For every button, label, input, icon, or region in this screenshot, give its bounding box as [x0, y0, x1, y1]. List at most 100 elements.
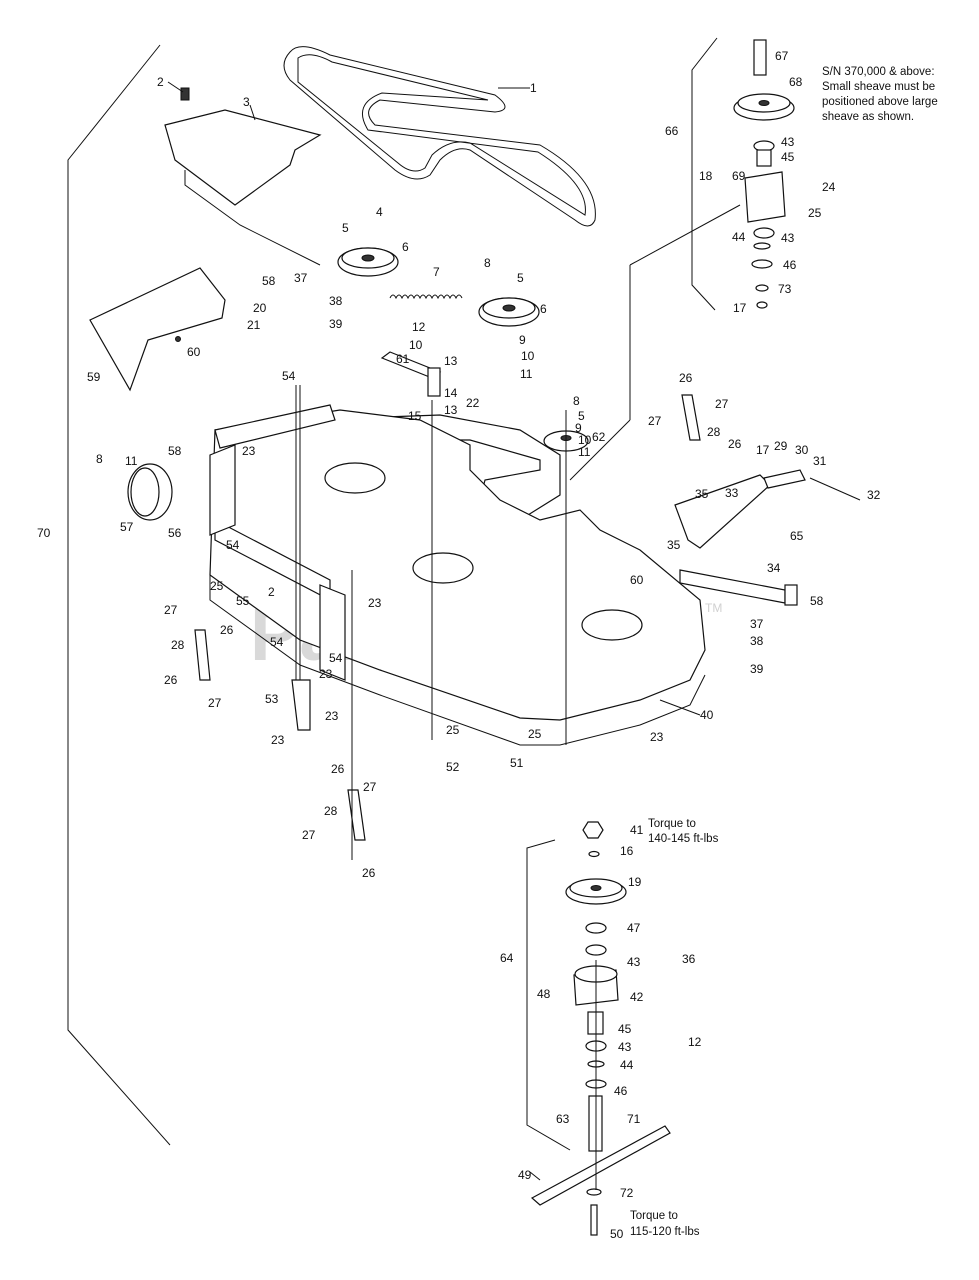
callout-31: 31: [813, 454, 827, 468]
hanger-link-28-bottom: [347, 789, 366, 841]
callout-10: 10: [521, 349, 535, 363]
callout-2: 2: [157, 75, 164, 89]
callout-23: 23: [368, 596, 382, 610]
washer-16: [588, 850, 600, 858]
spring-7: [389, 294, 463, 300]
callout-39: 39: [750, 662, 764, 676]
callout-28: 28: [171, 638, 185, 652]
bracket-53: [291, 679, 311, 731]
callout-34: 34: [767, 561, 781, 575]
spindle-hole-center: [412, 552, 474, 584]
torque-note-bottom: Torque to 115-120 ft-lbs: [630, 1210, 700, 1238]
callout-54: 54: [282, 369, 296, 383]
callout-32: 32: [867, 488, 881, 502]
svg-text:Torque to: Torque to: [630, 1210, 678, 1222]
callout-26: 26: [728, 437, 742, 451]
drive-belt-inner: [297, 54, 586, 216]
callout-60: 60: [187, 345, 201, 359]
callout-61: 61: [396, 352, 410, 366]
gauge-wheel-57: [127, 463, 173, 521]
callout-27: 27: [715, 397, 729, 411]
callout-21: 21: [247, 318, 261, 332]
bolt-2-top: [180, 87, 190, 101]
callout-18: 18: [699, 169, 713, 183]
callout-1: 1: [530, 81, 537, 95]
spindle-hole-left: [324, 462, 386, 494]
bolt-50: [590, 1204, 598, 1236]
callout-44: 44: [732, 230, 746, 244]
callout-19: 19: [628, 875, 642, 889]
idler-pulley-6-left: [337, 247, 399, 277]
callout-11: 11: [578, 445, 591, 459]
callout-26: 26: [220, 623, 234, 637]
callout-23: 23: [242, 444, 256, 458]
callout-5: 5: [517, 271, 524, 285]
callout-43: 43: [781, 135, 795, 149]
callout-8: 8: [96, 452, 103, 466]
callout-29: 29: [774, 439, 788, 453]
callout-39: 39: [329, 317, 343, 331]
torque-note-top: Torque to 140-145 ft-lbs: [648, 818, 719, 845]
callout-46: 46: [614, 1084, 628, 1098]
callout-15: 15: [408, 409, 422, 423]
callout-labels: 1 2 2 3 4 5 5 5 6 6 7 8 8 8 9 9 10 10 10…: [37, 49, 881, 1241]
callout-26: 26: [164, 673, 178, 687]
callout-27: 27: [648, 414, 662, 428]
callout-10: 10: [578, 433, 592, 447]
callout-14: 14: [444, 386, 458, 400]
callout-38: 38: [750, 634, 764, 648]
callout-7: 7: [433, 265, 440, 279]
bracket-66: [691, 37, 718, 311]
callout-37: 37: [294, 271, 308, 285]
svg-text:115-120 ft-lbs: 115-120 ft-lbs: [630, 1226, 700, 1238]
callout-65: 65: [790, 529, 804, 543]
callout-51: 51: [510, 756, 524, 770]
callout-26: 26: [331, 762, 345, 776]
callout-58: 58: [168, 444, 182, 458]
callout-3: 3: [243, 95, 250, 109]
callout-27: 27: [164, 603, 178, 617]
callout-13: 13: [444, 403, 458, 417]
bracket-64: [526, 839, 571, 1151]
nut-17-a: [756, 301, 768, 309]
callout-37: 37: [750, 617, 764, 631]
hanger-link-28-right: [681, 394, 701, 441]
callout-66: 66: [665, 124, 679, 138]
deck-skirt: [209, 575, 706, 746]
callout-9: 9: [519, 333, 526, 347]
callout-27: 27: [363, 780, 377, 794]
callout-55: 55: [236, 594, 250, 608]
svg-text:Small sheave must be: Small sheave must be: [822, 81, 935, 93]
callout-33: 33: [725, 486, 739, 500]
svg-text:140-145 ft-lbs: 140-145 ft-lbs: [648, 833, 719, 845]
callout-63: 63: [556, 1112, 570, 1126]
callout-25: 25: [528, 727, 542, 741]
callout-53: 53: [265, 692, 279, 706]
callout-8: 8: [573, 394, 580, 408]
callout-23: 23: [325, 709, 339, 723]
callout-48: 48: [537, 987, 551, 1001]
callout-41: 41: [630, 823, 644, 837]
callout-6: 6: [402, 240, 409, 254]
callout-67: 67: [775, 49, 789, 63]
callout-57: 57: [120, 520, 134, 534]
callout-12: 12: [412, 320, 426, 334]
callout-43: 43: [781, 231, 795, 245]
callout-36: 36: [682, 952, 696, 966]
callout-26: 26: [362, 866, 376, 880]
callout-47: 47: [627, 921, 641, 935]
callout-24: 24: [822, 180, 836, 194]
bearing-43-c: [585, 944, 607, 956]
callout-23: 23: [271, 733, 285, 747]
watermark-tm: TM: [705, 601, 722, 615]
callout-58: 58: [810, 594, 824, 608]
callout-68: 68: [789, 75, 803, 89]
callout-43: 43: [618, 1040, 632, 1054]
callout-45: 45: [781, 150, 795, 164]
callout-22: 22: [466, 396, 480, 410]
spacer-13: [427, 367, 441, 397]
shaft-67: [753, 39, 767, 76]
callout-30: 30: [795, 443, 809, 457]
callout-25: 25: [210, 579, 224, 593]
pulley-19: [565, 878, 627, 905]
